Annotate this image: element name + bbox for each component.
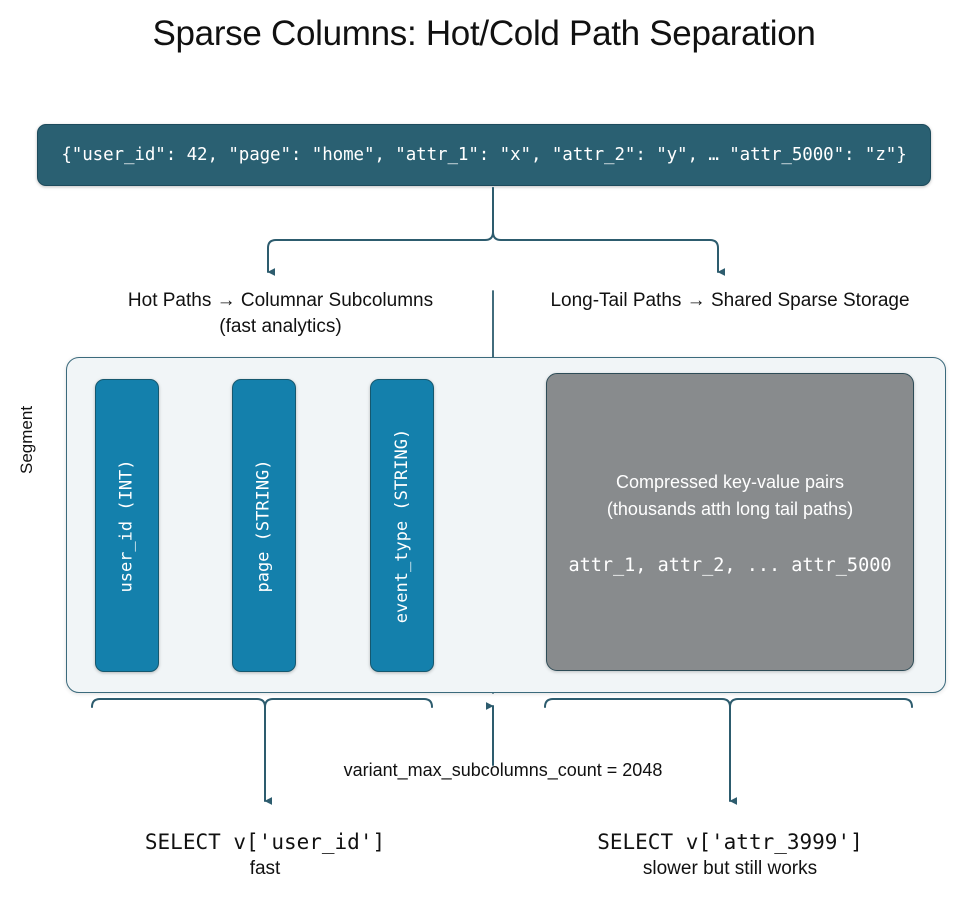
param-caption: variant_max_subcolumns_count = 2048 [343,760,663,780]
branch-label-cold-line1: Long-Tail Paths → Shared Sparse Storage [550,290,910,311]
sparse-storage-line1: Compressed key-value pairs [615,471,845,492]
query-cold-sql: SELECT v['attr_3999'] [597,830,863,854]
segment-label-text: Segment [17,405,36,474]
bracket-right [544,698,913,708]
subcolumn-event-type: event_type (STRING) [370,379,434,672]
page-title: Sparse Columns: Hot/Cold Path Separation [152,14,816,53]
subcolumn-page-label: page (STRING) [254,458,274,593]
query-hot-sql: SELECT v['user_id'] [144,830,386,854]
bracket-left [91,698,433,708]
sparse-storage-box: Compressed key-value pairs (thousands at… [546,373,914,671]
fork-arrow-right [492,187,725,276]
sparse-storage-attrs: attr_1, attr_2, ... attr_5000 [568,554,892,576]
subcolumn-event-type-label: event_type (STRING) [392,428,412,623]
query-caption-cold: SELECT v['attr_3999'] slower but still w… [550,830,910,880]
branch-label-hot-line1: Hot Paths → Columnar Subcolumns [127,290,434,311]
branch-label-hot-line2: (fast analytics) [219,316,342,337]
fork-arrow-left [267,187,494,276]
query-caption-hot: SELECT v['user_id'] fast [85,830,445,880]
subcolumn-user-id: user_id (INT) [95,379,159,672]
branch-label-hot: Hot Paths → Columnar Subcolumns (fast an… [62,288,499,340]
query-hot-note: fast [249,858,281,879]
subcolumn-page: page (STRING) [232,379,296,672]
json-input-banner: {"user_id": 42, "page": "home", "attr_1"… [37,124,931,186]
branch-label-cold: Long-Tail Paths → Shared Sparse Storage [500,288,960,314]
json-input-text: {"user_id": 42, "page": "home", "attr_1"… [61,145,907,165]
sparse-storage-line2: (thousands atth long tail paths) [606,498,854,519]
query-cold-note: slower but still works [642,858,818,879]
segment-label: Segment [17,406,37,474]
subcolumn-user-id-label: user_id (INT) [117,458,137,593]
